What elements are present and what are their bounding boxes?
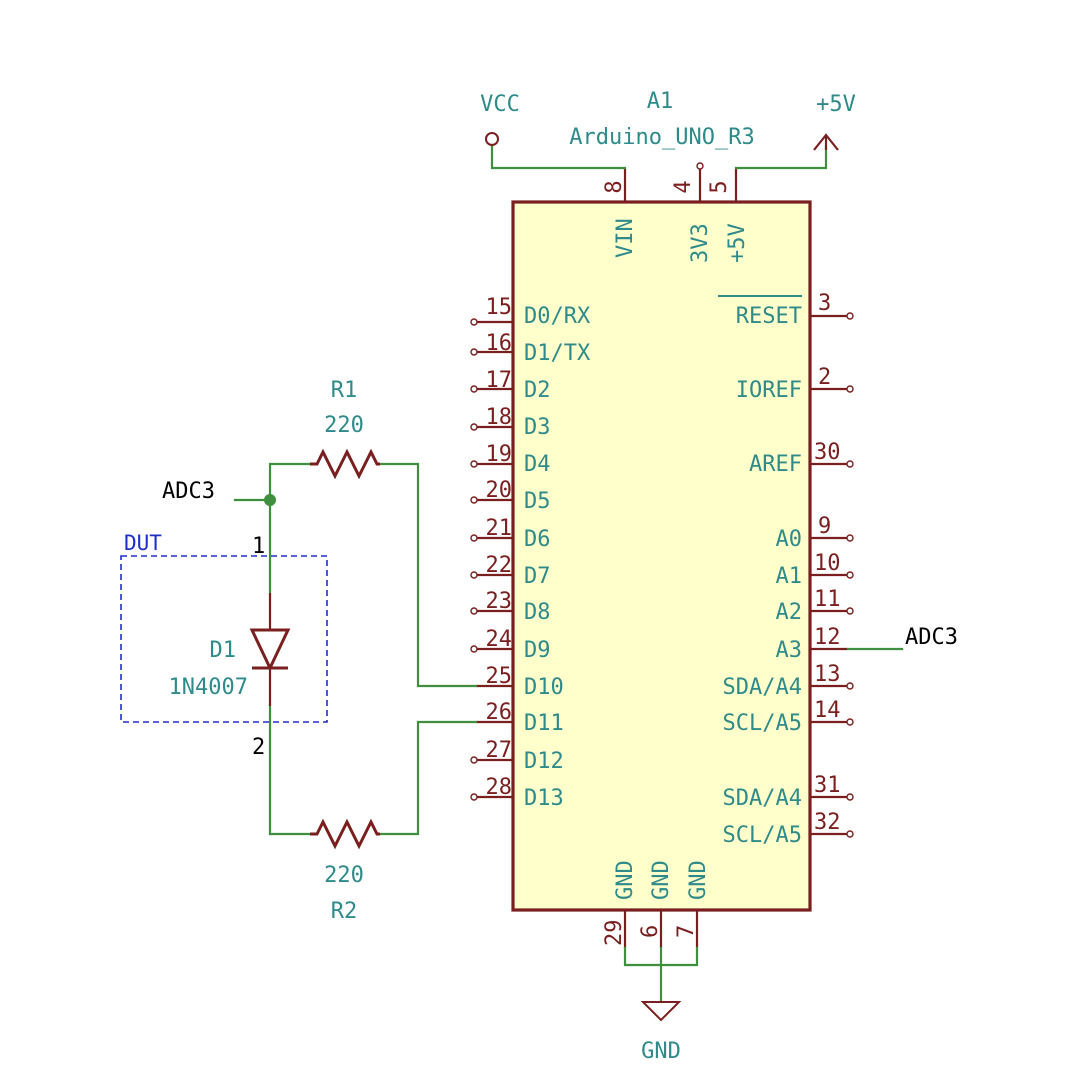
vcc-symbol (485, 132, 499, 146)
left-pin-name: D8 (524, 600, 551, 625)
dut-box (120, 555, 328, 723)
right-pin-stubs (810, 312, 854, 838)
left-pin-name: D7 (524, 564, 551, 589)
left-pin-num: 15 (486, 295, 513, 320)
left-pin-name: D1/TX (524, 341, 591, 366)
left-pin-name: D3 (524, 415, 551, 440)
left-pin-name: D12 (524, 749, 564, 774)
left-pin-num: 19 (486, 442, 513, 467)
r2-ref: R2 (331, 899, 358, 924)
pin-num-gnd-6: 6 (638, 925, 663, 938)
right-pin-num: 2 (818, 365, 831, 390)
right-pin-name: SCL/A5 (723, 711, 802, 736)
right-pin-num: 9 (818, 514, 831, 539)
left-pin-name: D9 (524, 638, 551, 663)
left-pin-num: 26 (486, 700, 513, 725)
pin-num-gnd-7: 7 (674, 925, 699, 938)
right-pin-num: 10 (814, 551, 841, 576)
arduino-ref: A1 (647, 89, 674, 114)
left-pin-name: D0/RX (524, 304, 591, 329)
dut-label: DUT (124, 531, 162, 555)
pin-name-3v3: 3V3 (688, 223, 713, 263)
right-pin-num: 3 (818, 291, 831, 316)
left-pin-name: D4 (524, 452, 551, 477)
plus5v-arrow-symbol (813, 133, 839, 151)
pin-end-3v3 (696, 162, 704, 170)
r2-value: 220 (324, 863, 364, 888)
arduino-value: Arduino_UNO_R3 (569, 125, 754, 150)
adc3-right-label: ADC3 (905, 625, 958, 650)
adc3-left-label: ADC3 (162, 479, 215, 504)
pin-num-5v: 5 (707, 180, 732, 193)
right-pin-name: SCL/A5 (723, 823, 802, 848)
pin-num-gnd-29: 29 (602, 920, 627, 947)
left-pin-num: 24 (486, 627, 513, 652)
left-pin-name: D11 (524, 711, 564, 736)
right-pin-name: AREF (749, 452, 802, 477)
left-pin-name: D2 (524, 378, 551, 403)
right-pin-name: A2 (776, 600, 803, 625)
left-pin-num: 18 (486, 405, 513, 430)
right-pin-name: SDA/A4 (723, 786, 802, 811)
right-pin-num: 12 (814, 625, 841, 650)
d1-pin2: 2 (252, 735, 265, 760)
vcc-label: VCC (480, 92, 520, 117)
left-pin-num: 20 (486, 478, 513, 503)
junction-dot (264, 494, 276, 506)
left-pin-name: D5 (524, 489, 551, 514)
right-pin-num: 30 (814, 440, 841, 465)
gnd-label: GND (641, 1039, 681, 1064)
left-pin-num: 21 (486, 516, 513, 541)
d1-pin1: 1 (252, 534, 265, 559)
wires (233, 143, 904, 1004)
left-pin-name: D10 (524, 675, 564, 700)
right-pin-name: SDA/A4 (723, 675, 802, 700)
pin-name-gnd-29: GND (613, 860, 638, 900)
left-pin-num: 25 (486, 664, 513, 689)
left-pin-num: 17 (486, 368, 513, 393)
pin-num-3v3: 4 (671, 180, 696, 193)
right-pin-name-reset: RESET (736, 304, 802, 329)
right-pin-name: A3 (776, 638, 803, 663)
right-pin-num: 11 (814, 587, 841, 612)
right-pin-num: 14 (814, 698, 841, 723)
resistor-r2-symbol (310, 818, 380, 850)
pin-num-vin: 8 (602, 180, 627, 193)
right-pin-name: A0 (776, 527, 803, 552)
pin-name-gnd-6: GND (649, 860, 674, 900)
pin-name-5v: +5V (725, 223, 750, 263)
left-pin-num: 27 (486, 738, 513, 763)
resistor-r1-symbol (310, 448, 380, 480)
r1-value: 220 (324, 413, 364, 438)
d1-ref: D1 (210, 638, 237, 663)
r1-ref: R1 (331, 378, 358, 403)
left-pin-num: 28 (486, 775, 513, 800)
right-pin-name: A1 (776, 564, 803, 589)
right-pin-num: 31 (814, 773, 841, 798)
left-pin-stubs (470, 318, 513, 801)
gnd-symbol (640, 1001, 682, 1022)
diode-d1-symbol (249, 593, 291, 706)
left-pin-num: 16 (486, 331, 513, 356)
right-pin-num: 13 (814, 662, 841, 687)
arduino-body (511, 200, 812, 912)
left-pin-num: 23 (486, 589, 513, 614)
pin-name-vin: VIN (613, 218, 638, 258)
pin-name-gnd-7: GND (686, 860, 711, 900)
left-pin-name: D13 (524, 786, 564, 811)
plus5v-label: +5V (816, 92, 856, 117)
left-pin-name: D6 (524, 527, 551, 552)
left-pin-num: 22 (486, 553, 513, 578)
right-pin-num: 32 (814, 810, 841, 835)
d1-value: 1N4007 (169, 675, 248, 700)
right-pin-name: IOREF (736, 378, 802, 403)
